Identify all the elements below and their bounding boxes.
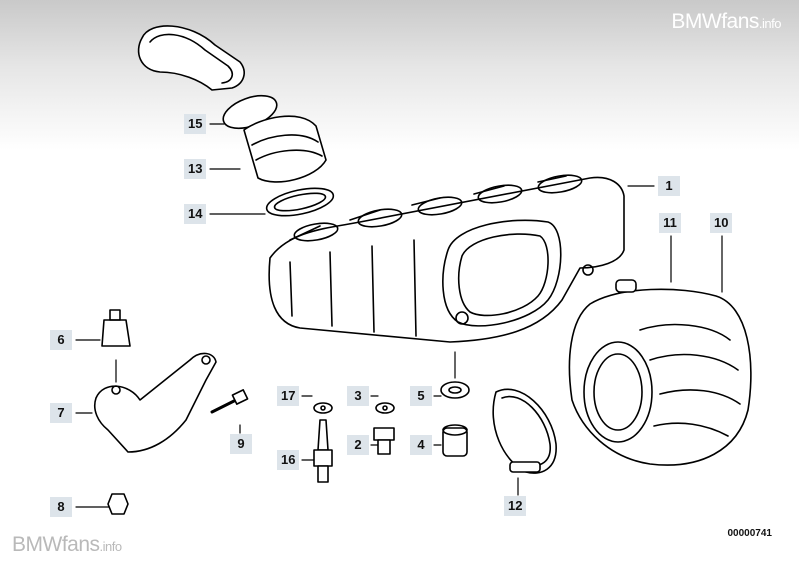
- leader-lines: [75, 123, 723, 508]
- intake-hose-upper: [137, 25, 335, 217]
- watermark-logo-bottom: BMWfans.info: [12, 533, 122, 556]
- air-filter-housing: [268, 174, 625, 343]
- callout-12[interactable]: 12: [504, 496, 527, 516]
- callout-8[interactable]: 8: [50, 497, 72, 517]
- watermark-logo-top: BMWfans.info: [671, 10, 781, 33]
- callout-10[interactable]: 10: [710, 213, 733, 233]
- callout-2[interactable]: 2: [347, 435, 369, 455]
- callout-11[interactable]: 11: [659, 213, 681, 233]
- callout-1[interactable]: 1: [658, 176, 680, 196]
- temperature-sensor: [313, 402, 333, 483]
- filter-cover: [568, 279, 752, 466]
- callout-6[interactable]: 6: [50, 330, 72, 350]
- header-gradient: [0, 0, 799, 150]
- callout-14[interactable]: 14: [184, 204, 207, 224]
- callout-13[interactable]: 13: [184, 159, 207, 179]
- callout-3[interactable]: 3: [347, 386, 369, 406]
- callout-4[interactable]: 4: [410, 435, 432, 455]
- callout-5[interactable]: 5: [410, 386, 432, 406]
- seal-and-plug: [440, 381, 470, 457]
- callout-15[interactable]: 15: [184, 114, 207, 134]
- callout-17[interactable]: 17: [277, 386, 300, 406]
- mounting-bracket: [93, 309, 249, 515]
- callout-9[interactable]: 9: [230, 434, 252, 454]
- callout-16[interactable]: 16: [277, 450, 300, 470]
- diagram-number: 00000741: [727, 528, 773, 539]
- hose-clamp: [492, 388, 557, 474]
- washer-and-valve: [373, 402, 395, 455]
- callout-7[interactable]: 7: [50, 403, 72, 423]
